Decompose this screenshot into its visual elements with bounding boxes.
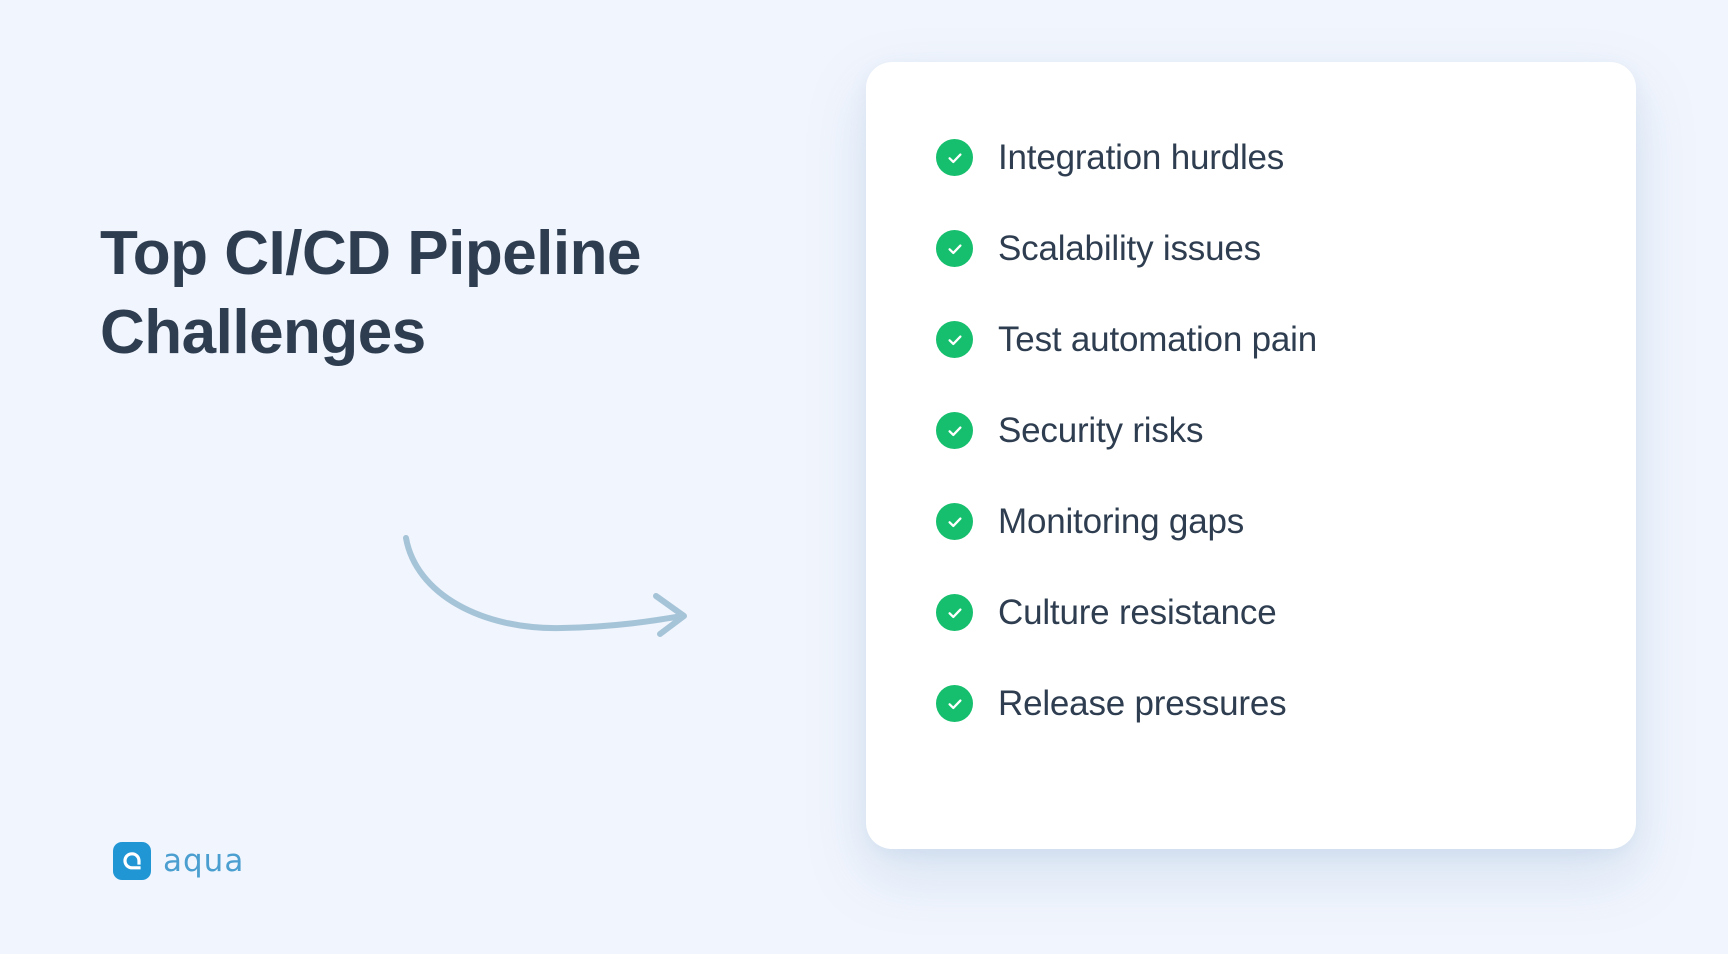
check-circle-icon: [936, 412, 973, 449]
check-circle-icon: [936, 594, 973, 631]
check-circle-icon: [936, 685, 973, 722]
list-item-label: Test automation pain: [998, 319, 1317, 359]
check-circle-icon: [936, 321, 973, 358]
check-circle-icon: [936, 503, 973, 540]
challenges-checklist: Integration hurdles Scalability issues T…: [936, 112, 1596, 749]
list-item: Security risks: [936, 385, 1596, 476]
list-item-label: Security risks: [998, 410, 1204, 450]
list-item: Release pressures: [936, 658, 1596, 749]
left-pane: Top CI/CD Pipeline Challenges aqua: [0, 0, 780, 954]
page-title: Top CI/CD Pipeline Challenges: [100, 219, 641, 367]
list-item: Test automation pain: [936, 294, 1596, 385]
list-item: Culture resistance: [936, 567, 1596, 658]
check-circle-icon: [936, 230, 973, 267]
curved-arrow-icon: [390, 520, 710, 660]
list-item-label: Culture resistance: [998, 592, 1277, 632]
aqua-wordmark: aqua: [163, 843, 245, 879]
challenges-card: Integration hurdles Scalability issues T…: [866, 62, 1636, 849]
aqua-q-mark-icon: [113, 842, 151, 880]
list-item-label: Monitoring gaps: [998, 501, 1245, 541]
list-item-label: Scalability issues: [998, 228, 1261, 268]
aqua-logo[interactable]: aqua: [113, 842, 244, 880]
list-item: Monitoring gaps: [936, 476, 1596, 567]
list-item: Scalability issues: [936, 203, 1596, 294]
check-circle-icon: [936, 139, 973, 176]
list-item-label: Release pressures: [998, 683, 1287, 723]
list-item-label: Integration hurdles: [998, 137, 1285, 177]
list-item: Integration hurdles: [936, 112, 1596, 203]
